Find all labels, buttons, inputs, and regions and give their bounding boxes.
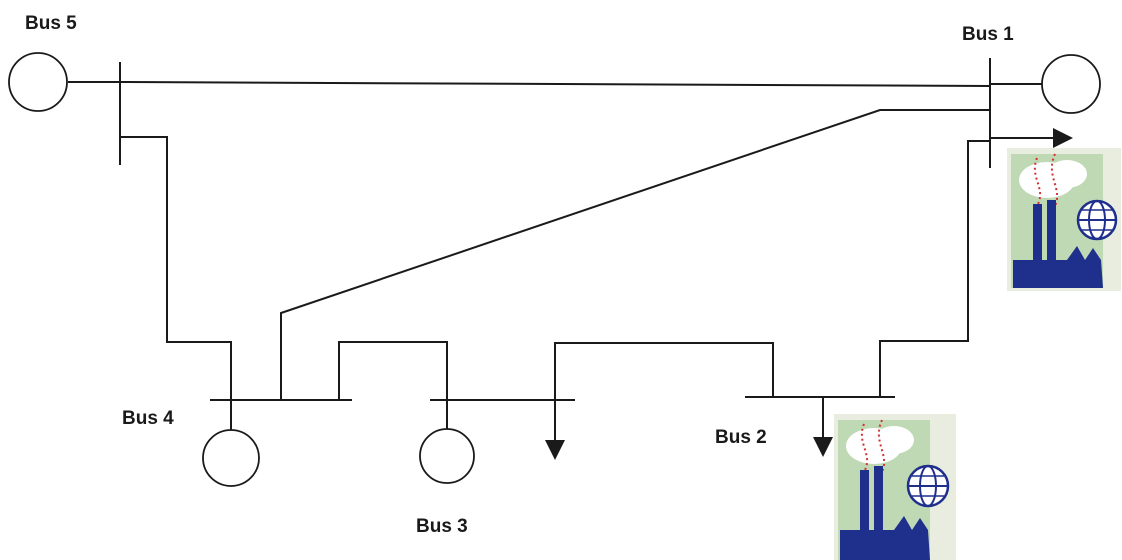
line-bus5-bus4 xyxy=(120,136,232,400)
generator-bus3 xyxy=(419,428,475,484)
generator-bus5 xyxy=(8,52,68,112)
bus4-label: Bus 4 xyxy=(122,408,174,429)
generator-bus4 xyxy=(202,429,260,487)
bus5-label: Bus 5 xyxy=(25,13,77,34)
line-bus4-bus3 xyxy=(338,341,448,400)
factory-globe-icon xyxy=(834,414,956,560)
generator-bus1 xyxy=(1041,54,1101,114)
bus3-label: Bus 3 xyxy=(416,516,468,537)
bus2-label: Bus 2 xyxy=(715,427,767,448)
line-bus2-bus1 xyxy=(879,140,990,397)
bus1-label: Bus 1 xyxy=(962,24,1014,45)
line-bus4-bus1 xyxy=(280,109,990,400)
line-bus5-bus1 xyxy=(119,81,991,87)
line-bus3-bus2 xyxy=(554,342,774,400)
factory-globe-icon xyxy=(1007,148,1121,291)
